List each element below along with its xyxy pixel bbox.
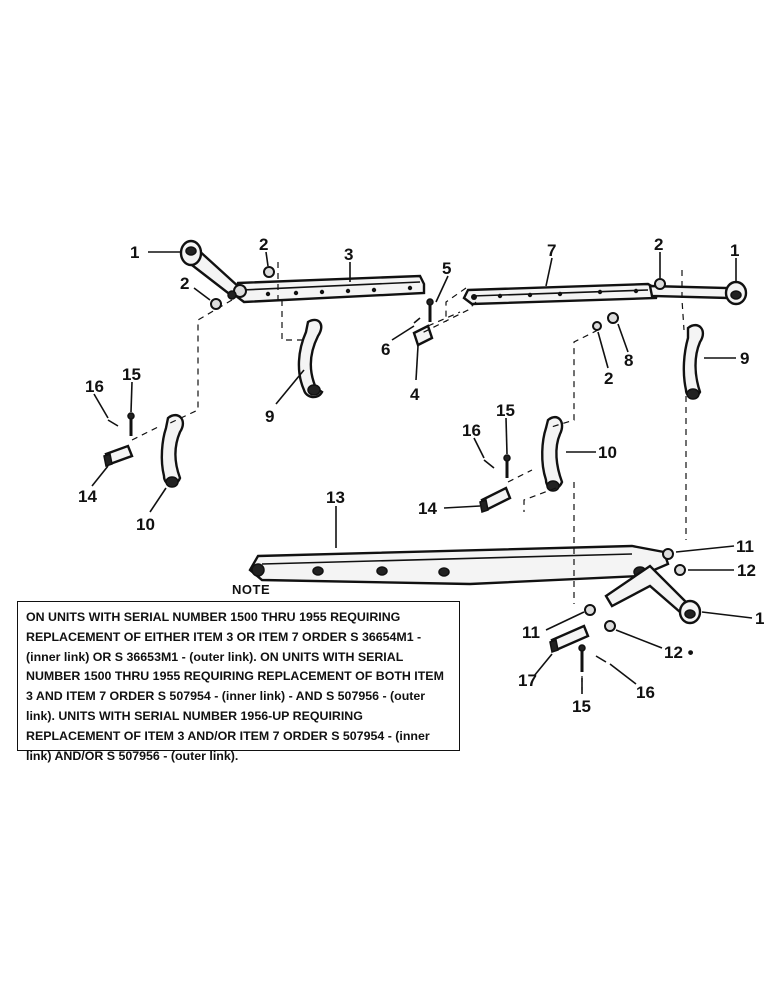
part-15-bolt-center: [503, 454, 511, 478]
part-12-spacer-a: [674, 564, 686, 576]
part-1-rod-end-right: [648, 280, 748, 306]
part-13-lift-arm: [248, 544, 670, 586]
callout-1: 1: [755, 609, 764, 628]
part-10-arm-left: [160, 413, 185, 488]
part-2-nut-a: [263, 266, 275, 278]
callout-1: 1: [730, 241, 739, 260]
callout-2: 2: [654, 235, 663, 254]
part-2-nut-b: [210, 298, 222, 310]
callout-15: 15: [496, 401, 515, 420]
part-9-arm-right: [682, 323, 705, 400]
part-5-bolt: [426, 298, 434, 322]
callout-17: 17: [518, 671, 537, 690]
part-10-arm-center: [541, 415, 564, 492]
callout-2: 2: [259, 235, 268, 254]
part-12-spacer-b: [604, 620, 616, 632]
callout-6: 6: [381, 340, 390, 359]
callout-10: 10: [598, 443, 617, 462]
callout-9: 9: [740, 349, 749, 368]
part-11-nut-a: [662, 548, 674, 560]
callout-2: 2: [604, 369, 613, 388]
note-box: ON UNITS WITH SERIAL NUMBER 1500 THRU 19…: [17, 601, 460, 763]
part-16-clip-center: [483, 459, 495, 469]
callout-7: 7: [547, 241, 556, 260]
part-2-nut-c: [654, 278, 666, 290]
part-16-clip-bottom: [595, 655, 607, 663]
callout-16: 16: [636, 683, 655, 702]
callout-10: 10: [136, 515, 155, 534]
part-11-nut-b: [584, 604, 596, 616]
part-1-rod-end-bottom: [604, 564, 702, 625]
part-7-outer-link: [462, 282, 660, 306]
callout-16: 16: [462, 421, 481, 440]
callout-15: 15: [122, 365, 141, 384]
callout-3: 3: [344, 245, 353, 264]
callout-leader-lines: [91, 251, 753, 694]
note-text: ON UNITS WITH SERIAL NUMBER 1500 THRU 19…: [26, 610, 444, 763]
callout-2: 2: [180, 274, 189, 293]
callout-13: 13: [326, 488, 345, 507]
callout-4: 4: [410, 385, 420, 404]
part-2-nut-d: [592, 321, 602, 331]
callout-14: 14: [418, 499, 437, 518]
part-8-spacer: [607, 312, 619, 324]
part-15-bolt-left: [127, 412, 135, 436]
callout-16: 16: [85, 377, 104, 396]
callout-12: 12: [737, 561, 756, 580]
callout-9: 9: [265, 407, 274, 426]
assembly-dashed-lines: [131, 262, 687, 690]
callout-1: 1: [130, 243, 139, 262]
part-9-arm-left: [297, 318, 324, 399]
part-15-bolt-bottom: [578, 644, 586, 672]
part-14-pin-left: [103, 444, 134, 467]
callout-5: 5: [442, 259, 451, 278]
callout-14: 14: [78, 487, 97, 506]
part-1-rod-end-left: [179, 239, 247, 300]
callout-11: 11: [522, 623, 540, 642]
callout-11: 11: [736, 537, 754, 556]
callout-15: 15: [572, 697, 591, 716]
part-14-pin-center: [479, 486, 512, 513]
callout-8: 8: [624, 351, 633, 370]
part-17-pin: [549, 624, 590, 653]
part-3-inner-link: [234, 274, 426, 304]
part-6-clip: [413, 317, 421, 324]
callout-numbers: 1 2 2 3 5 6 4 7 2 1 8 2 9 9 16 15 14 10 …: [78, 235, 764, 716]
note-label: NOTE: [232, 582, 271, 597]
callout-12: 12 •: [664, 643, 694, 662]
part-16-clip-left: [107, 419, 119, 427]
